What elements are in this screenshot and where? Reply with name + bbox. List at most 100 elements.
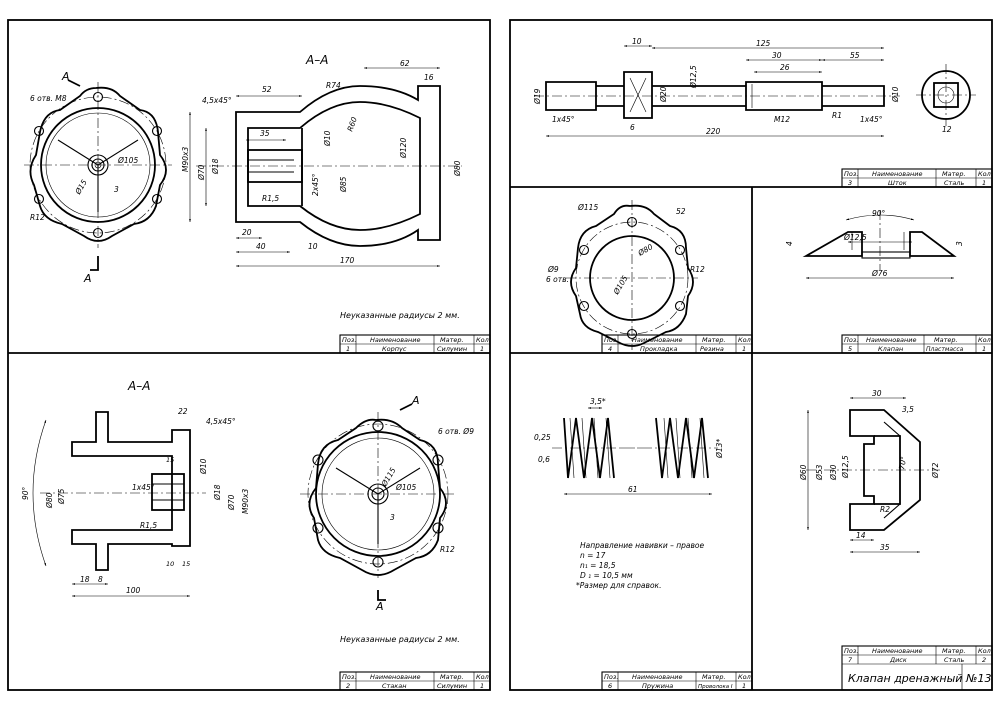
tb-qty: Кол. [476, 336, 491, 344]
tb3-mat-v: Сталь [944, 179, 964, 187]
dim-a90-5: 90° [872, 209, 886, 218]
tb6-qty-v: 1 [742, 682, 746, 690]
tb-mat: Матер. [440, 336, 464, 344]
tb2-mat-v: Силумин [437, 682, 467, 690]
dim-d85: Ø85 [339, 176, 348, 193]
tb3-name: Наименование [872, 170, 923, 178]
tb4-pos-v: 4 [608, 345, 612, 353]
dim-40: 40 [256, 242, 266, 251]
tb7-pos-v: 7 [848, 656, 853, 664]
tb-name: Наименование [370, 336, 421, 344]
dim-d13: Ø13* [715, 439, 724, 459]
dim-2x45: 2x45° [311, 173, 320, 196]
tb-qty-v: 1 [480, 345, 484, 353]
tb6-mat-v: Проволока I [698, 684, 733, 690]
dim-52: 52 [262, 85, 272, 94]
note-n1: n₁ = 18,5 [580, 561, 616, 570]
part3-stem: 10 125 30 55 26 Ø12,5 Ø19 Ø20 Ø10 1x45° … [533, 37, 993, 188]
tb4-qty: Кол. [738, 336, 753, 344]
dim-55: 55 [850, 51, 860, 60]
dim-06: 0,6 [538, 455, 550, 464]
dim-d80-4: Ø80 [636, 242, 655, 258]
tb4-qty-v: 1 [742, 345, 746, 353]
dim-35-6: 3,5* [590, 397, 606, 406]
dim-d120: Ø120 [399, 138, 408, 159]
tb3-pos-v: 3 [848, 179, 852, 187]
tb4-mat-v: Резина [700, 345, 724, 353]
dim-m90: M90x3 [181, 147, 190, 172]
dim-8: 8 [98, 575, 103, 584]
spring-notes: Направление навивки – правое n = 17 n₁ =… [576, 541, 705, 590]
dim-26: 26 [780, 63, 790, 72]
tb7-qty: Кол. [978, 647, 993, 655]
dim-d125-7: Ø12,5 [841, 455, 850, 479]
dim-d75: Ø75 [57, 488, 66, 505]
title-block-4: Поз. Наименование Матер. Кол. 4 Прокладк… [601, 334, 753, 354]
tb4-name-v: Прокладка [640, 345, 677, 353]
dim-chamfer: 4,5x45° [202, 96, 232, 105]
tb2-name: Наименование [370, 673, 421, 681]
dim-r1: R1 [832, 111, 842, 120]
dim-a70: 70° [897, 455, 908, 470]
dim-d70: Ø70 [197, 164, 206, 181]
dim-1x45-3b: 1x45° [860, 115, 883, 124]
part2-sleeve: А–А 90° Ø80 Ø75 22 4,5x45° 15 1x45° Ø10 … [21, 379, 491, 691]
dim-r12: R12 [30, 213, 45, 222]
dim-d10-2: Ø10 [199, 458, 208, 475]
part1-section: А–А 52 4,5x45° 35 R74 62 16 M90x3 Ø70 Ø1… [181, 53, 462, 267]
dim-d20: Ø20 [659, 86, 668, 103]
dim-6: 6 [630, 123, 635, 132]
tb5-name: Наименование [866, 336, 917, 344]
dim-52-4: 52 [676, 207, 686, 216]
tb-mat-v: Силумин [437, 345, 467, 353]
dim-r2: R2 [880, 505, 890, 514]
dim-d105-4: Ø105 [611, 274, 630, 297]
title-block-3: Поз. Наименование Матер. Кол. 3 Шток Ста… [841, 168, 993, 188]
tb5-qty-v: 1 [982, 345, 986, 353]
part6-spring: 3,5* 0,25 0,6 Ø13* 61 Направление навивк… [534, 397, 753, 691]
dim-3-5: 3 [955, 241, 964, 246]
dim-d80-2: Ø80 [45, 492, 54, 509]
section-label-2: А–А [127, 379, 150, 393]
part5-valve: 90° 4 Ø12,5 3 Ø76 Поз. Наименование Мате… [785, 209, 993, 354]
dim-10-3: 10 [632, 37, 642, 46]
cut-mark-top-2: А [411, 394, 420, 407]
dim-10b: 10 [308, 242, 318, 251]
dim-r15-2: R1,5 [140, 521, 157, 530]
dim-30: 30 [772, 51, 782, 60]
dim-d60: Ø60 [799, 464, 808, 481]
dim-d105-2: Ø105 [395, 483, 416, 492]
tb2-mat: Матер. [440, 673, 464, 681]
tb7-mat: Матер. [942, 647, 966, 655]
tb7-mat-v: Сталь [944, 656, 964, 664]
dim-125: 125 [756, 39, 771, 48]
dim-d125-5: Ø12,5 [843, 233, 867, 242]
tb6-pos-v: 6 [608, 682, 612, 690]
dim-holes: 6 отв. M8 [30, 94, 67, 103]
note-reference: *Размер для справок. [576, 581, 661, 590]
dim-d53: Ø53 [815, 464, 824, 481]
dim-d72: Ø72 [931, 462, 940, 479]
tb6-name-v: Пружина [642, 682, 673, 690]
dim-14: 14 [856, 531, 866, 540]
dim-4-5: 4 [785, 241, 794, 246]
dim-d125: Ø12,5 [689, 65, 698, 89]
dim-15: 15 [166, 456, 174, 464]
tb6-pos: Поз. [604, 673, 618, 681]
dim-12: 12 [942, 125, 952, 134]
note: Неуказанные радиусы 2 мм. [340, 311, 460, 320]
dim-d30-7: Ø30 [829, 464, 838, 481]
dim-d9-4: Ø9 [547, 265, 559, 274]
section-label: А–А [305, 53, 328, 67]
tb3-mat: Матер. [942, 170, 966, 178]
dim-d76: Ø76 [871, 269, 888, 278]
tb3-pos: Поз. [844, 170, 858, 178]
cut-mark-top: А [61, 70, 70, 83]
note-d1: D ₁ = 10,5 мм [580, 571, 633, 580]
dim-220: 220 [706, 127, 721, 136]
tb2-qty-v: 1 [480, 682, 484, 690]
dim-10b-2: 10 [166, 560, 174, 568]
dim-15b-2: 15 [182, 560, 190, 568]
dim-35-7: 35 [880, 543, 890, 552]
dim-62: 62 [400, 59, 410, 68]
